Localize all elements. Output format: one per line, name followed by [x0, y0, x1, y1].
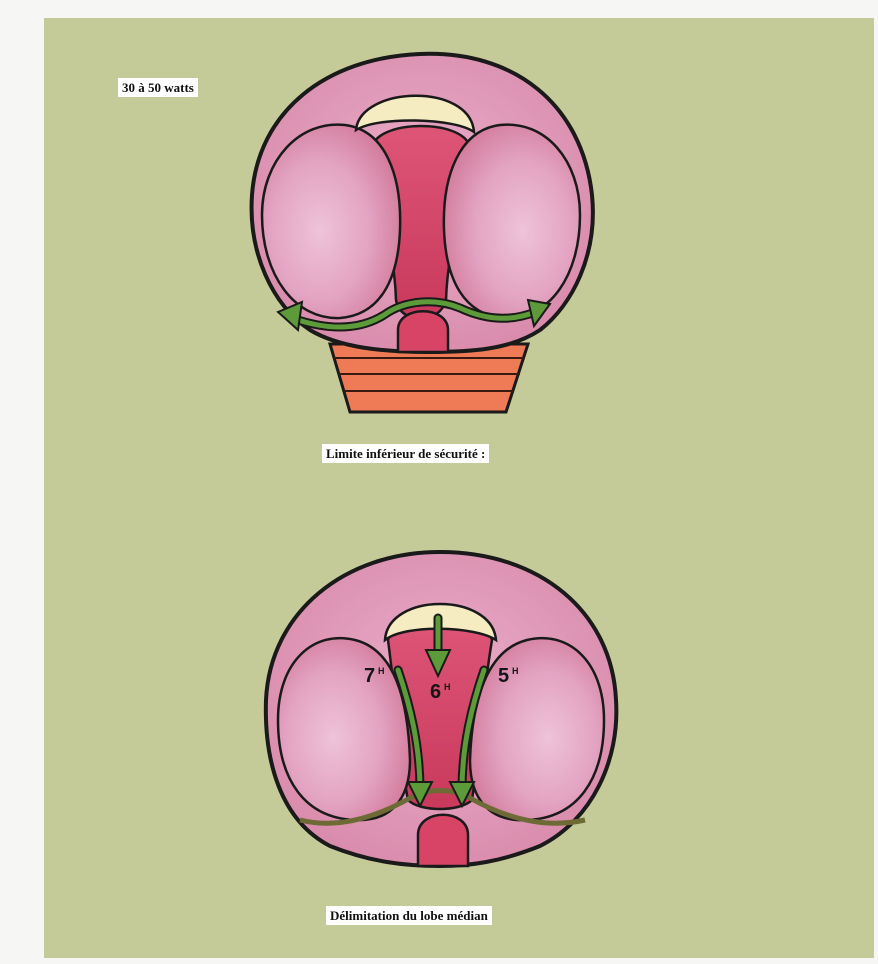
- bottom-verumontanum: [418, 815, 468, 866]
- clock-7-suffix: H: [378, 666, 385, 676]
- top-right-lobe: [444, 125, 580, 318]
- bottom-prostate-figure: 7 H 6 H 5 H: [266, 552, 617, 866]
- clock-6-number: 6: [430, 681, 441, 703]
- top-prostate-figure: [252, 54, 593, 412]
- clock-6-suffix: H: [444, 682, 451, 692]
- clock-7-number: 7: [364, 665, 375, 687]
- sphincter-rings: [330, 344, 528, 412]
- top-left-lobe: [262, 125, 400, 318]
- lower-safety-limit-caption: Limite inférieur de sécurité :: [322, 444, 489, 463]
- median-lobe-caption: Délimitation du lobe médian: [326, 906, 492, 925]
- clock-5-number: 5: [498, 665, 509, 687]
- power-setting-label: 30 à 50 watts: [118, 78, 198, 97]
- clock-5-suffix: H: [512, 666, 519, 676]
- top-verumontanum: [398, 311, 448, 352]
